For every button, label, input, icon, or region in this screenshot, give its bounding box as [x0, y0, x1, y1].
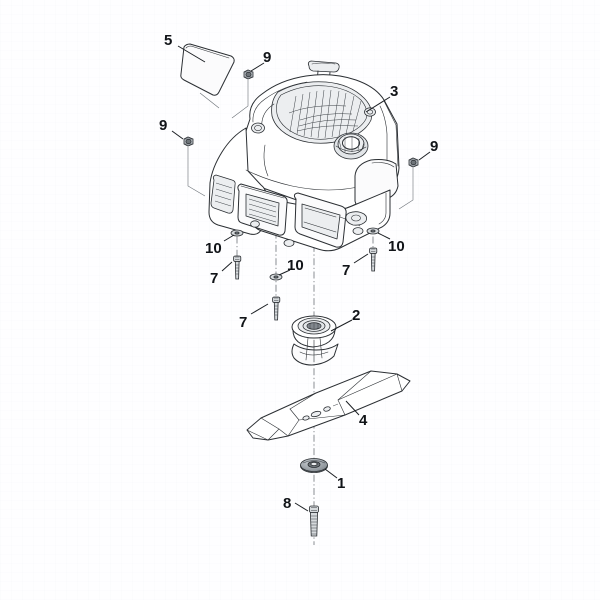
part-nut-right — [408, 157, 419, 168]
callout-8: 8 — [283, 495, 292, 512]
callout-10-right: 10 — [388, 238, 405, 255]
part-blade — [246, 370, 411, 441]
part-screw-left — [233, 255, 242, 280]
part-washer-center — [269, 273, 283, 281]
part-nut-left — [183, 136, 194, 147]
part-blade-holder — [291, 315, 339, 366]
engine-boss-right — [352, 227, 364, 235]
callout-10-left: 10 — [205, 240, 222, 257]
part-washer-right — [366, 227, 380, 235]
callout-4: 4 — [359, 412, 368, 429]
part-engine-assembly — [208, 60, 400, 252]
callout-5: 5 — [164, 32, 173, 49]
part-screw-right — [369, 247, 378, 272]
engine-front-cover — [293, 192, 347, 248]
part-blade-bolt — [308, 505, 319, 537]
engine-fuel-cap — [333, 132, 369, 160]
part-washer-left — [230, 229, 244, 237]
callout-9-top: 9 — [263, 49, 272, 66]
callout-10-center: 10 — [287, 257, 304, 274]
callout-leader-lines — [171, 45, 431, 512]
shroud-boss — [251, 122, 265, 134]
callout-7-left: 7 — [210, 270, 219, 287]
callout-3: 3 — [390, 83, 399, 100]
callout-9-left: 9 — [159, 117, 168, 134]
engine-boss-center — [283, 239, 295, 247]
part-blade-washer — [300, 458, 328, 473]
callout-2: 2 — [352, 307, 361, 324]
callout-7-center: 7 — [239, 314, 248, 331]
part-screw-center — [272, 296, 281, 321]
callout-9-right: 9 — [430, 138, 439, 155]
part-decal-label — [180, 43, 235, 96]
part-nut-top — [243, 69, 254, 80]
engine-muffler — [237, 183, 288, 236]
assembly-guide-lines — [187, 80, 414, 210]
engine-boss-left — [250, 220, 260, 228]
callout-1: 1 — [337, 475, 346, 492]
engine-cowl-vents — [210, 174, 236, 214]
callout-7-right: 7 — [342, 262, 351, 279]
